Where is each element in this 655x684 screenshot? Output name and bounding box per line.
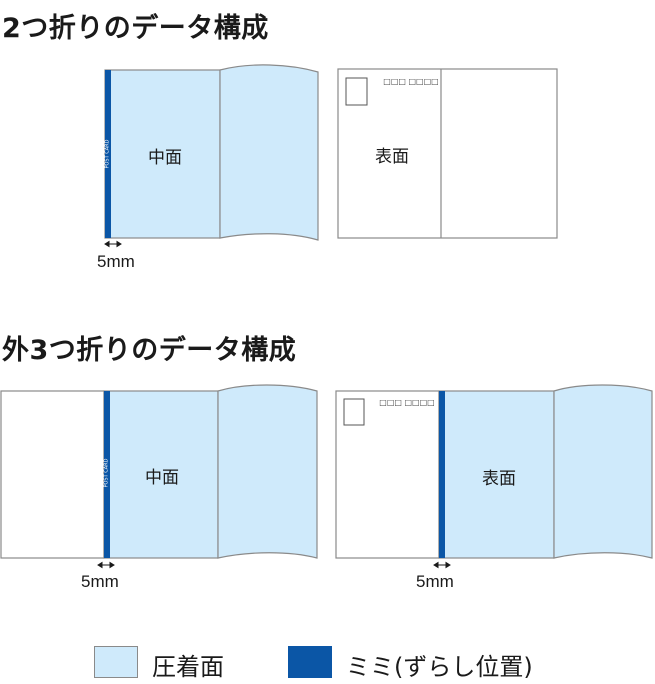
two-fold-outer-diagram: □□□ □□□□ 表面	[337, 68, 558, 239]
dimension-arrow	[104, 240, 122, 248]
margin-strip	[105, 70, 111, 238]
outer-right-panel-curled	[553, 384, 653, 559]
three-fold-outer-diagram: □□□ □□□□ 表面	[335, 384, 653, 569]
stamp-box-icon	[345, 77, 368, 106]
inner-right-panel-curled	[217, 384, 318, 559]
postal-code-boxes: □□□ □□□□	[379, 398, 434, 407]
outer-middle-panel	[438, 390, 555, 559]
outer-face-label: 表面	[482, 469, 516, 489]
spine-text: POST CARD	[105, 139, 111, 168]
outer-face-label: 表面	[375, 147, 409, 167]
stamp-box-icon	[343, 398, 365, 426]
left-white-panel	[0, 390, 105, 559]
section-1-title: 2つ折りのデータ構成	[2, 13, 269, 44]
dimension-arrow	[433, 561, 451, 569]
inner-face-label: 中面	[145, 468, 179, 488]
two-fold-inner-diagram: POST CARD 中面	[104, 64, 319, 248]
section-2-title: 外3つ折りのデータ構成	[2, 335, 297, 366]
spine-text: POST CARD	[104, 458, 110, 487]
inner-left-panel	[104, 69, 221, 239]
legend-adhesive-swatch	[94, 646, 138, 678]
dimension-arrow	[97, 561, 115, 569]
three-fold-inner-diagram: POST CARD 中面	[0, 384, 318, 569]
postal-code-boxes: □□□ □□□□	[383, 77, 438, 86]
outer-card	[337, 68, 558, 239]
margin-strip	[104, 391, 110, 558]
dimension-label-section1: 5mm	[97, 252, 135, 271]
legend-margin-label: ミミ(ずらし位置)	[346, 653, 533, 681]
margin-strip	[439, 391, 445, 558]
dimension-label-section2-outer: 5mm	[416, 572, 454, 591]
dimension-label-section2-inner: 5mm	[81, 572, 119, 591]
legend-adhesive-label: 圧着面	[152, 653, 224, 681]
inner-face-label: 中面	[148, 148, 182, 168]
inner-right-panel-curled	[219, 64, 319, 241]
legend-margin-swatch	[288, 646, 332, 678]
